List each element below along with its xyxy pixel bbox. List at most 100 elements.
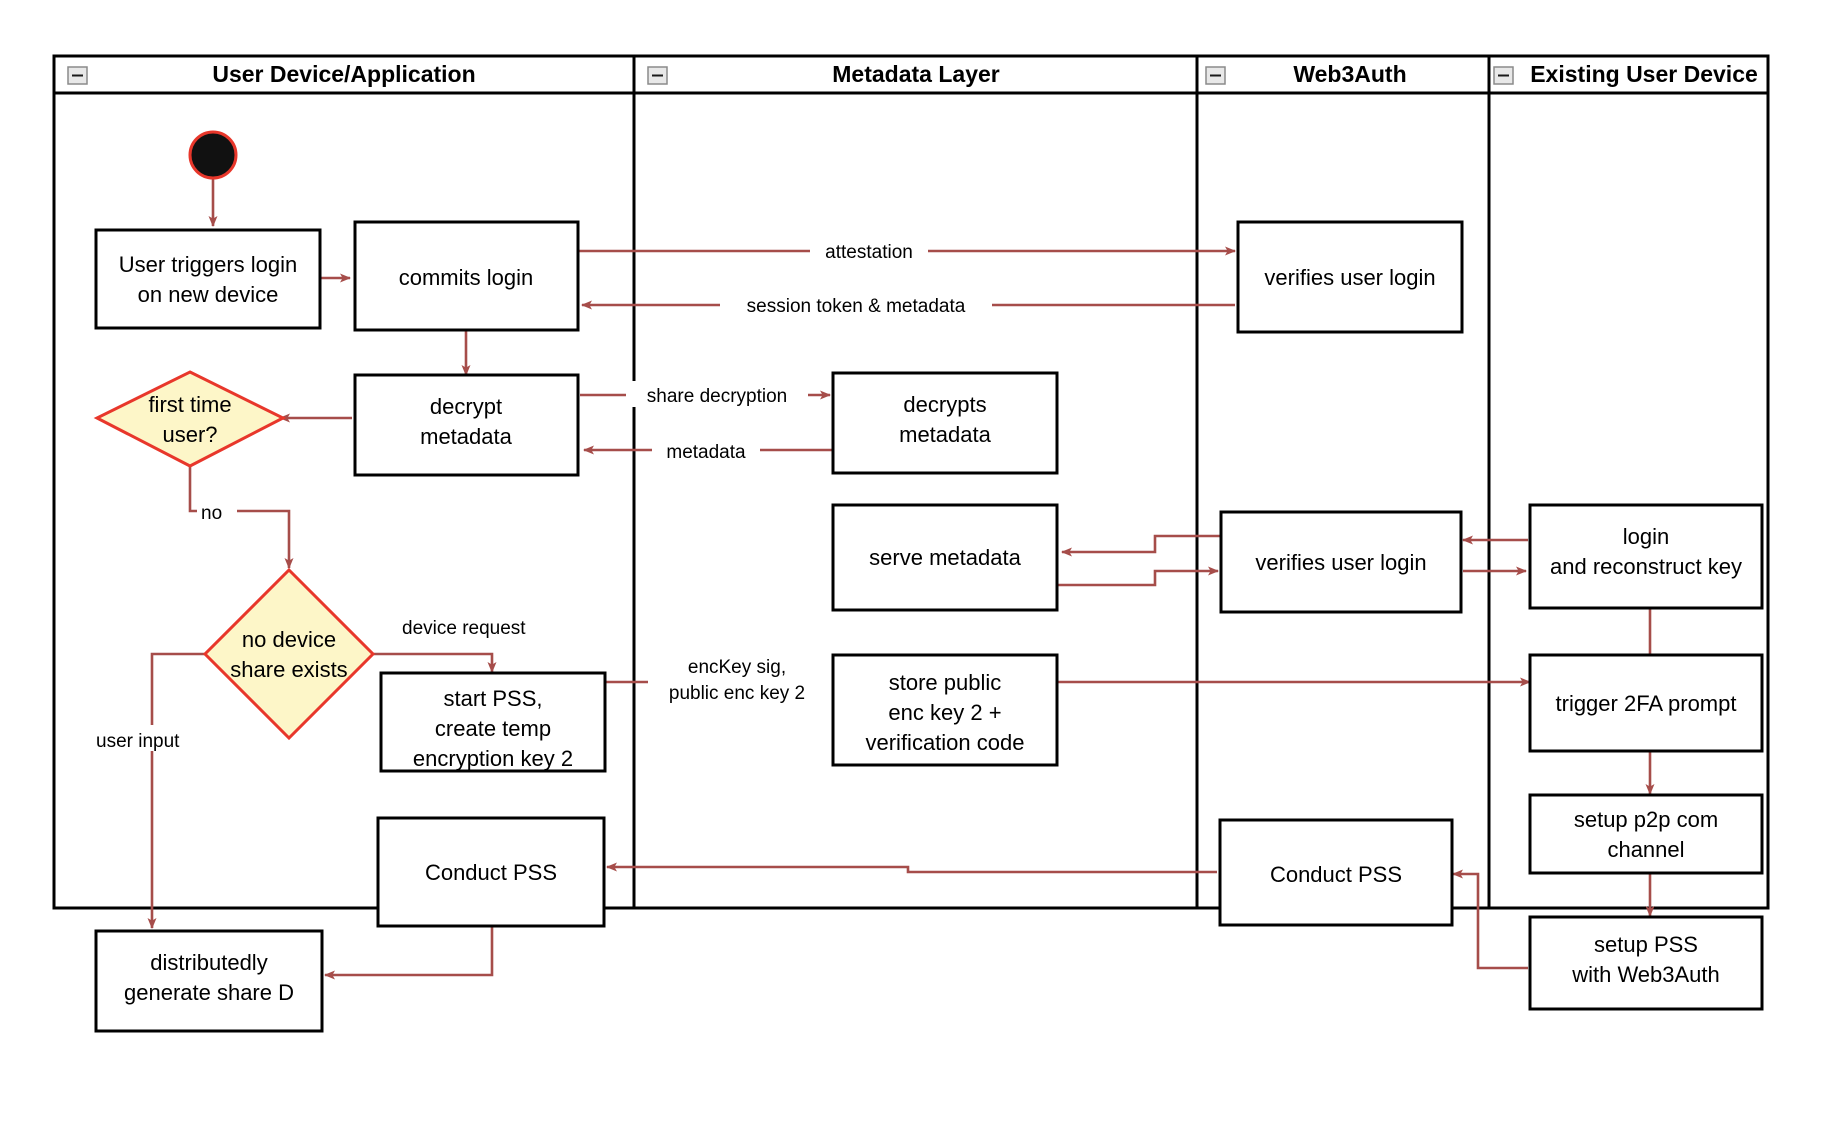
- node-store-public-enc-key[interactable]: store public enc key 2 + verification co…: [831, 653, 1059, 767]
- edge-labels-group: attestation session token & metadata sha…: [94, 237, 992, 752]
- node-distributedly-generate-share-d[interactable]: distributedly generate share D: [94, 929, 324, 1033]
- node-serve-metadata[interactable]: serve metadata: [831, 503, 1059, 612]
- node-verifies-user-login-1-box[interactable]: [1236, 220, 1464, 334]
- edge-label-metadata-bg: [652, 437, 760, 463]
- node-no-device-share-exists-line-2: share exists: [230, 657, 347, 682]
- node-serve-metadata-box[interactable]: [831, 503, 1059, 612]
- edge-conductpss-web3auth-to-user: [606, 862, 1217, 874]
- node-decrypt-metadata-line-1: decrypt: [430, 394, 502, 419]
- node-start-pss-line-2: create temp: [435, 716, 551, 741]
- edge-serve-to-verifies2: [1058, 566, 1219, 587]
- node-setup-pss-with-web3auth-line-2: with Web3Auth: [1571, 962, 1720, 987]
- node-trigger-2fa-prompt[interactable]: trigger 2FA prompt: [1528, 653, 1764, 753]
- node-conduct-pss-web3auth[interactable]: Conduct PSS: [1218, 818, 1454, 927]
- start-circle-icon[interactable]: [188, 130, 238, 180]
- node-trigger-2fa-prompt-box[interactable]: [1528, 653, 1764, 753]
- node-conduct-pss-web3auth-box[interactable]: [1218, 818, 1454, 927]
- edge-label-attestation: attestation: [825, 242, 913, 263]
- node-login-reconstruct-key-box[interactable]: [1528, 503, 1764, 610]
- edge-user-input: [147, 652, 207, 929]
- edge-setuppss-to-conductpss-web3auth: [1452, 869, 1528, 970]
- lane-header-user-device[interactable]: User Device/Application: [67, 61, 476, 87]
- edge-label-enckey-sig-line-2: public enc key 2: [669, 683, 805, 704]
- lane-frame-group: [52, 54, 1770, 910]
- lane-title-metadata: Metadata Layer: [832, 61, 1000, 87]
- edge-label-enckey-sig-line-1: encKey sig,: [688, 657, 786, 678]
- edge-verifies2-to-serve: [1061, 534, 1222, 557]
- node-store-public-enc-key-line-2: enc key 2 +: [888, 700, 1001, 725]
- node-distributedly-generate-share-d-line-2: generate share D: [124, 980, 294, 1005]
- node-setup-p2p-com-channel-line-2: channel: [1607, 837, 1684, 862]
- node-user-triggers-login-line-1: User triggers login: [119, 252, 298, 277]
- lane-title-user-device: User Device/Application: [212, 61, 475, 87]
- lane-title-existing-device: Existing User Device: [1530, 61, 1758, 87]
- edge-label-session-token-bg: [720, 291, 992, 317]
- node-trigger-2fa-prompt-label: trigger 2FA prompt: [1556, 691, 1737, 716]
- lane-header-web3auth[interactable]: Web3Auth: [1205, 61, 1407, 87]
- node-decrypt-metadata-box[interactable]: [353, 373, 580, 477]
- node-user-triggers-login-line-2: on new device: [138, 282, 279, 307]
- node-conduct-pss-user-label: Conduct PSS: [425, 860, 557, 885]
- node-verifies-user-login-2-label: verifies user login: [1255, 550, 1426, 575]
- node-commits-login-box[interactable]: [353, 220, 580, 332]
- node-first-time-user-line-2: user?: [162, 422, 217, 447]
- node-start-pss-box[interactable]: [379, 671, 607, 773]
- lane-header-metadata[interactable]: Metadata Layer: [647, 61, 1000, 87]
- node-store-public-enc-key-line-1: store public: [889, 670, 1002, 695]
- edge-label-user-input: user input: [96, 731, 180, 752]
- lane-outer-frame: [52, 54, 1770, 910]
- node-start-pss-line-1: start PSS,: [443, 686, 542, 711]
- node-login-reconstruct-key-line-2: and reconstruct key: [1550, 554, 1742, 579]
- node-start-pss[interactable]: start PSS, create temp encryption key 2: [379, 671, 607, 773]
- edge-label-device-request-bg: [400, 612, 562, 638]
- node-conduct-pss-user-box[interactable]: [376, 816, 606, 928]
- edge-label-share-decryption: share decryption: [647, 386, 787, 407]
- node-first-time-user-line-1: first time: [148, 392, 231, 417]
- node-user-triggers-login-box[interactable]: [94, 228, 322, 330]
- node-store-public-enc-key-box[interactable]: [831, 653, 1059, 767]
- node-setup-pss-with-web3auth-box[interactable]: [1528, 915, 1764, 1011]
- node-decrypts-metadata-line-2: metadata: [899, 422, 991, 447]
- node-first-time-user[interactable]: first time user?: [93, 370, 287, 468]
- node-verifies-user-login-2-box[interactable]: [1219, 510, 1463, 614]
- lane-header-existing-device[interactable]: Existing User Device: [1493, 61, 1758, 87]
- edge-label-session-token: session token & metadata: [747, 296, 966, 317]
- node-distributedly-generate-share-d-box[interactable]: [94, 929, 324, 1033]
- node-start-pss-line-3: encryption key 2: [413, 746, 573, 771]
- node-store-public-enc-key-line-3: verification code: [866, 730, 1025, 755]
- node-decrypt-metadata-line-2: metadata: [420, 424, 512, 449]
- edge-conductpss-to-sharedistribute: [324, 926, 494, 980]
- node-decrypts-metadata[interactable]: decrypts metadata: [831, 371, 1059, 475]
- edge-label-metadata: metadata: [666, 442, 746, 463]
- edge-no-branch: [188, 466, 294, 569]
- edge-label-no: no: [201, 503, 222, 524]
- node-verifies-user-login-2[interactable]: verifies user login: [1219, 510, 1463, 614]
- edge-label-share-decryption-bg: [626, 381, 808, 407]
- edge-device-request: [371, 652, 497, 673]
- edge-label-no-bg: [197, 499, 237, 523]
- node-verifies-user-login-1[interactable]: verifies user login: [1236, 220, 1464, 334]
- node-no-device-share-exists-line-1: no device: [242, 627, 336, 652]
- node-setup-p2p-com-channel-box[interactable]: [1528, 793, 1764, 875]
- edge-label-user-input-bg: [94, 725, 214, 751]
- node-serve-metadata-label: serve metadata: [869, 545, 1021, 570]
- node-no-device-share-exists[interactable]: no device share exists: [202, 567, 376, 741]
- node-setup-p2p-com-channel[interactable]: setup p2p com channel: [1528, 793, 1764, 875]
- node-conduct-pss-user[interactable]: Conduct PSS: [376, 816, 606, 928]
- node-setup-pss-with-web3auth-line-1: setup PSS: [1594, 932, 1698, 957]
- node-setup-pss-with-web3auth[interactable]: setup PSS with Web3Auth: [1528, 915, 1764, 1011]
- node-no-device-share-exists-diamond[interactable]: [202, 567, 376, 741]
- node-user-triggers-login[interactable]: User triggers login on new device: [94, 228, 322, 330]
- node-commits-login-label: commits login: [399, 265, 533, 290]
- node-commits-login[interactable]: commits login: [353, 220, 580, 332]
- node-login-reconstruct-key[interactable]: login and reconstruct key: [1528, 503, 1764, 610]
- node-start[interactable]: [188, 130, 238, 180]
- node-setup-p2p-com-channel-line-1: setup p2p com: [1574, 807, 1718, 832]
- node-decrypts-metadata-box[interactable]: [831, 371, 1059, 475]
- node-verifies-user-login-1-label: verifies user login: [1264, 265, 1435, 290]
- node-login-reconstruct-key-line-1: login: [1623, 524, 1669, 549]
- node-first-time-user-diamond[interactable]: [93, 370, 287, 468]
- node-decrypt-metadata[interactable]: decrypt metadata: [353, 373, 580, 477]
